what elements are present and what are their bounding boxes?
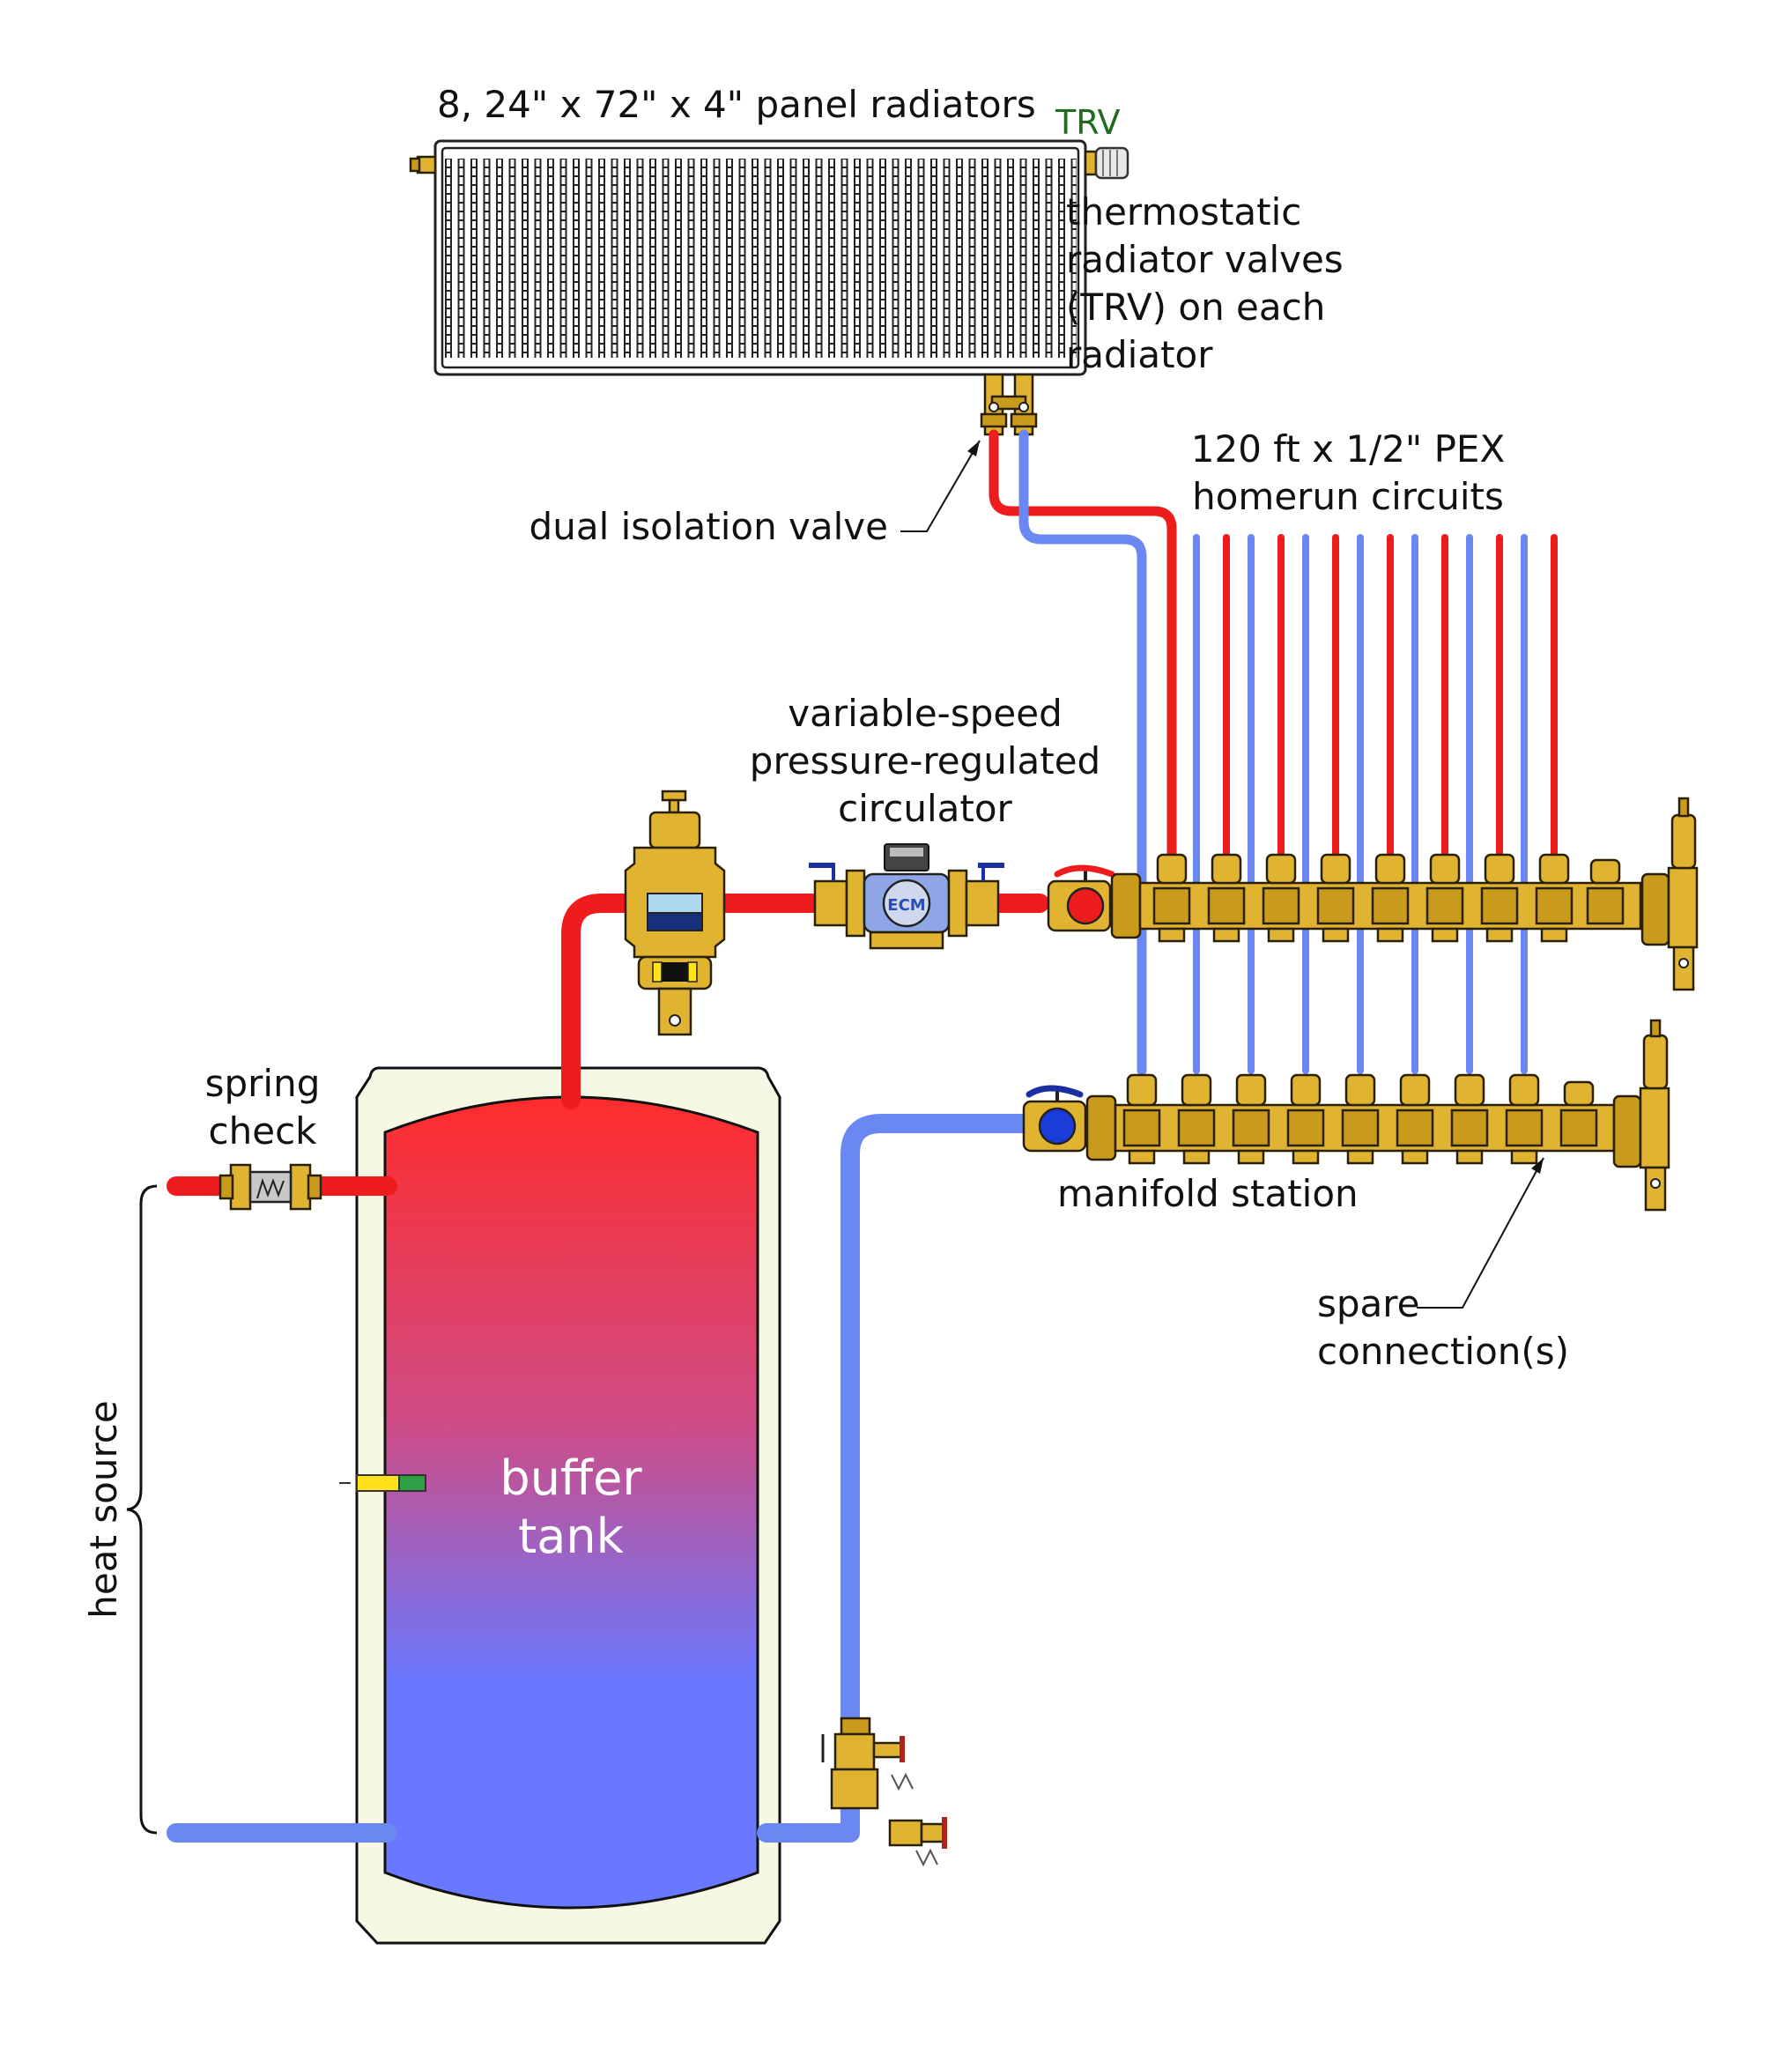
leader-spare-connection [1417,1157,1544,1309]
temperature-sensor-icon [339,1474,426,1492]
dual-isolation-valve-label: dual isolation valve [529,505,888,548]
supply-manifold [1047,797,1699,991]
panel-radiator [409,139,1129,436]
manifold-spare-port [1559,1080,1598,1147]
manifold-spare-port [1586,858,1625,925]
manifold-return-port [1286,1073,1325,1165]
manifold-return-port [1122,1073,1161,1165]
radiators-label: 8, 24" x 72" x 4" panel radiators [437,83,1036,126]
manifold-end-vent-icon [1640,797,1699,991]
spare-connections-label-line2: connection(s) [1317,1330,1569,1373]
manifold-return-port [1450,1073,1489,1165]
leader-dual-isolation [900,440,981,532]
trv-description-line1: thermostatic [1066,190,1301,234]
buffer-tank-label-line1: buffer [500,1450,642,1506]
manifold-supply-port [1207,853,1246,943]
air-dirt-separator-icon [624,790,726,1036]
circulator-label-line3: circulator [838,787,1012,830]
heat-source-label: heat source [82,1400,125,1619]
radiator-bleed-valve-icon [409,155,437,174]
radiator-return-pipe [1018,429,1147,1076]
manifold-return-port [1177,1073,1216,1165]
buffer-tank: buffer tank [339,1066,781,1945]
return-manifold [1022,1019,1670,1212]
manifold-return-port [1232,1073,1270,1165]
trv-description-line2: radiator valves [1066,238,1344,281]
manifold-return-port [1341,1073,1380,1165]
circulator-label-line2: pressure-regulated [750,739,1100,782]
manifold-return-port [1396,1073,1434,1165]
pex-label-line1: 120 ft x 1/2" PEX [1191,427,1506,471]
manifold-supply-port [1535,853,1574,943]
spring-check-label-line1: spring [205,1062,321,1105]
thermostatic-valve-icon[interactable] [1084,146,1129,180]
system-supply-pipe [561,894,1049,1109]
pex-label-line2: homerun circuits [1192,475,1504,518]
manifold-supply-port [1152,853,1191,943]
manifold-supply-port [1371,853,1410,943]
circulator-badge: ECM [887,896,925,915]
trv-description-line4: radiator [1066,333,1213,376]
ball-valve-icon[interactable] [1047,864,1115,932]
system-return-pipe [757,1114,1032,1843]
drain-valve-icon[interactable] [888,1817,947,1867]
ball-valve-icon[interactable] [1022,1085,1087,1153]
spare-connections-label-line1: spare [1317,1282,1419,1325]
manifold-end-vent-icon [1612,1019,1670,1212]
pex-homerun-circuits [1193,534,1558,1074]
trv-description-line3: (TRV) on each [1066,286,1325,329]
buffer-tank-label-line2: tank [518,1509,624,1564]
spring-check-label-line2: check [209,1109,318,1153]
manifold-station-label: manifold station [1057,1172,1359,1215]
circulator-label-line1: variable-speed [788,692,1062,735]
heat-source-bracket [126,1184,158,1835]
radiator-supply-pipe [989,429,1177,886]
manifold-supply-port [1425,853,1464,943]
relief-valve-icon[interactable] [821,1717,914,1810]
manifold-supply-port [1480,853,1519,943]
manifold-supply-port [1262,853,1300,943]
trv-label: TRV [1055,103,1121,142]
manifold-supply-port [1316,853,1355,943]
spring-check-valve-icon[interactable] [218,1163,322,1211]
dual-isolation-valve-icon[interactable] [980,373,1038,436]
circulator-pump-icon[interactable]: ECM [809,843,1004,950]
manifold-return-port [1505,1073,1544,1165]
